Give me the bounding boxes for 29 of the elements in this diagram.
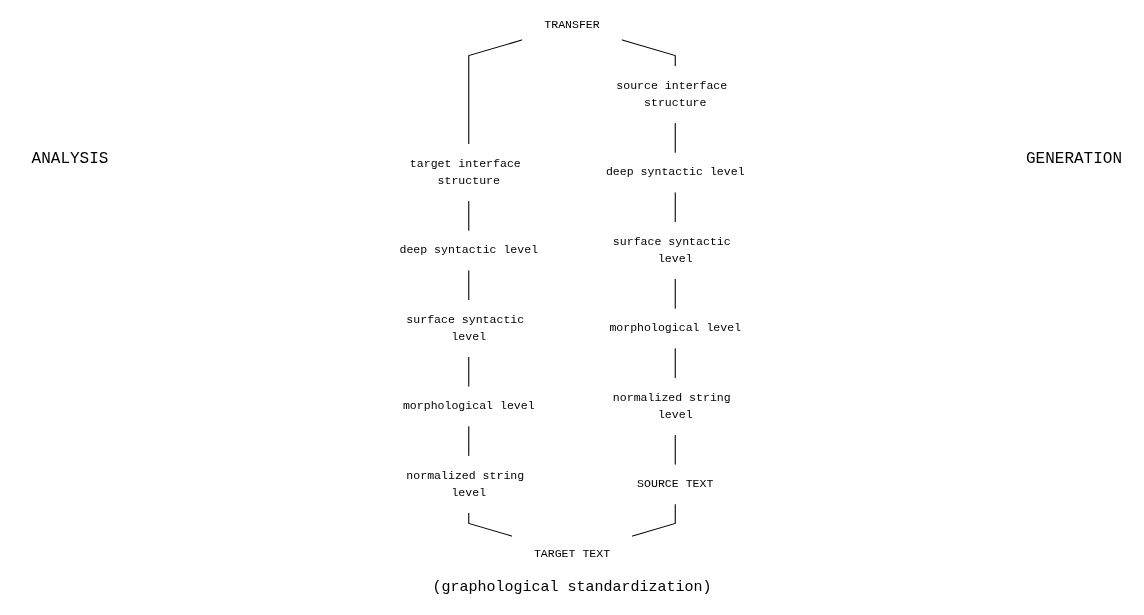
connector: [468, 512, 513, 537]
node-text: source interface structure: [616, 79, 728, 110]
connector: [468, 39, 524, 145]
phase-label: GENERATION: [1026, 150, 1122, 168]
node-text: SOURCE TEXT: [637, 477, 714, 491]
node-text: target interface structure: [409, 157, 521, 188]
connector: [631, 503, 676, 537]
node-text: TRANSFER: [544, 18, 600, 32]
connector: [468, 356, 470, 388]
connector: [468, 425, 470, 457]
node-text: normalized string level: [406, 469, 525, 500]
phase-label: ANALYSIS: [31, 150, 109, 168]
connector: [674, 434, 676, 466]
node-text: morphological level: [609, 321, 742, 335]
connector: [468, 269, 470, 301]
connector: [674, 278, 676, 310]
note-text: (graphological standardization): [432, 579, 712, 596]
connector: [674, 122, 676, 154]
node-text: morphological level: [402, 399, 535, 413]
connector: [468, 200, 470, 232]
node-text: normalized string level: [612, 391, 731, 422]
node-text: surface syntactic level: [612, 235, 731, 266]
node-text: deep syntactic level: [399, 244, 539, 258]
connector: [620, 39, 676, 67]
node-text: surface syntactic level: [406, 313, 525, 344]
connector: [674, 191, 676, 223]
connector: [674, 347, 676, 379]
node-text: deep syntactic level: [605, 166, 745, 180]
node-text: TARGET TEXT: [533, 547, 611, 561]
